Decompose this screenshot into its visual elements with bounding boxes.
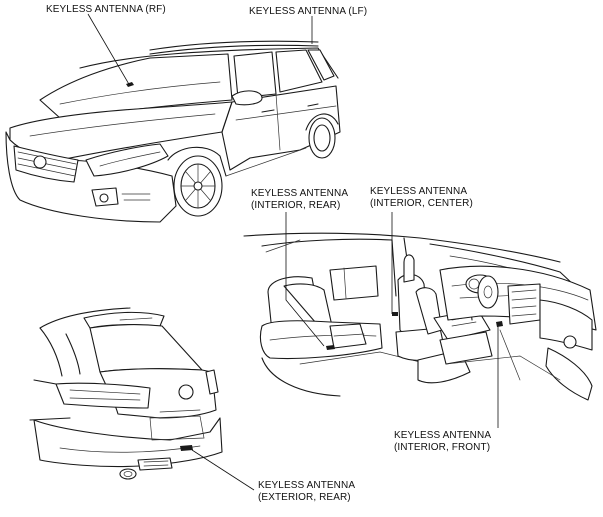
callout-interior-front: KEYLESS ANTENNA (INTERIOR, FRONT) xyxy=(394,430,491,454)
callout-exterior-rear-title: KEYLESS ANTENNA xyxy=(258,480,356,491)
vehicle-interior-cutaway-view xyxy=(243,232,597,401)
callout-interior-rear-location: (INTERIOR, REAR) xyxy=(251,200,341,211)
callout-interior-front-title: KEYLESS ANTENNA xyxy=(394,430,492,441)
callout-exterior-rear-location: (EXTERIOR, REAR) xyxy=(258,492,351,503)
leader-rf xyxy=(87,13,131,87)
callout-lf-text: KEYLESS ANTENNA (LF) xyxy=(249,6,368,17)
callout-interior-rear-title: KEYLESS ANTENNA xyxy=(251,188,349,199)
callout-interior-center: KEYLESS ANTENNA (INTERIOR, CENTER) xyxy=(370,186,473,210)
leader-exterior-rear xyxy=(191,449,255,491)
callout-interior-center-location: (INTERIOR, CENTER) xyxy=(370,198,473,209)
callout-interior-front-location: (INTERIOR, FRONT) xyxy=(394,442,491,453)
vehicle-front-exterior-view xyxy=(5,40,341,223)
leader-interior-rear xyxy=(285,212,325,347)
callout-rf: KEYLESS ANTENNA (RF) xyxy=(46,4,166,16)
callout-lf: KEYLESS ANTENNA (LF) xyxy=(249,6,367,18)
callout-exterior-rear: KEYLESS ANTENNA (EXTERIOR, REAR) xyxy=(258,480,355,504)
vehicle-rear-exterior-view xyxy=(29,307,223,480)
callout-interior-rear: KEYLESS ANTENNA (INTERIOR, REAR) xyxy=(251,188,348,212)
callout-rf-text: KEYLESS ANTENNA (RF) xyxy=(46,4,166,15)
callout-leader-lines xyxy=(87,13,499,491)
callout-interior-center-title: KEYLESS ANTENNA xyxy=(370,186,468,197)
